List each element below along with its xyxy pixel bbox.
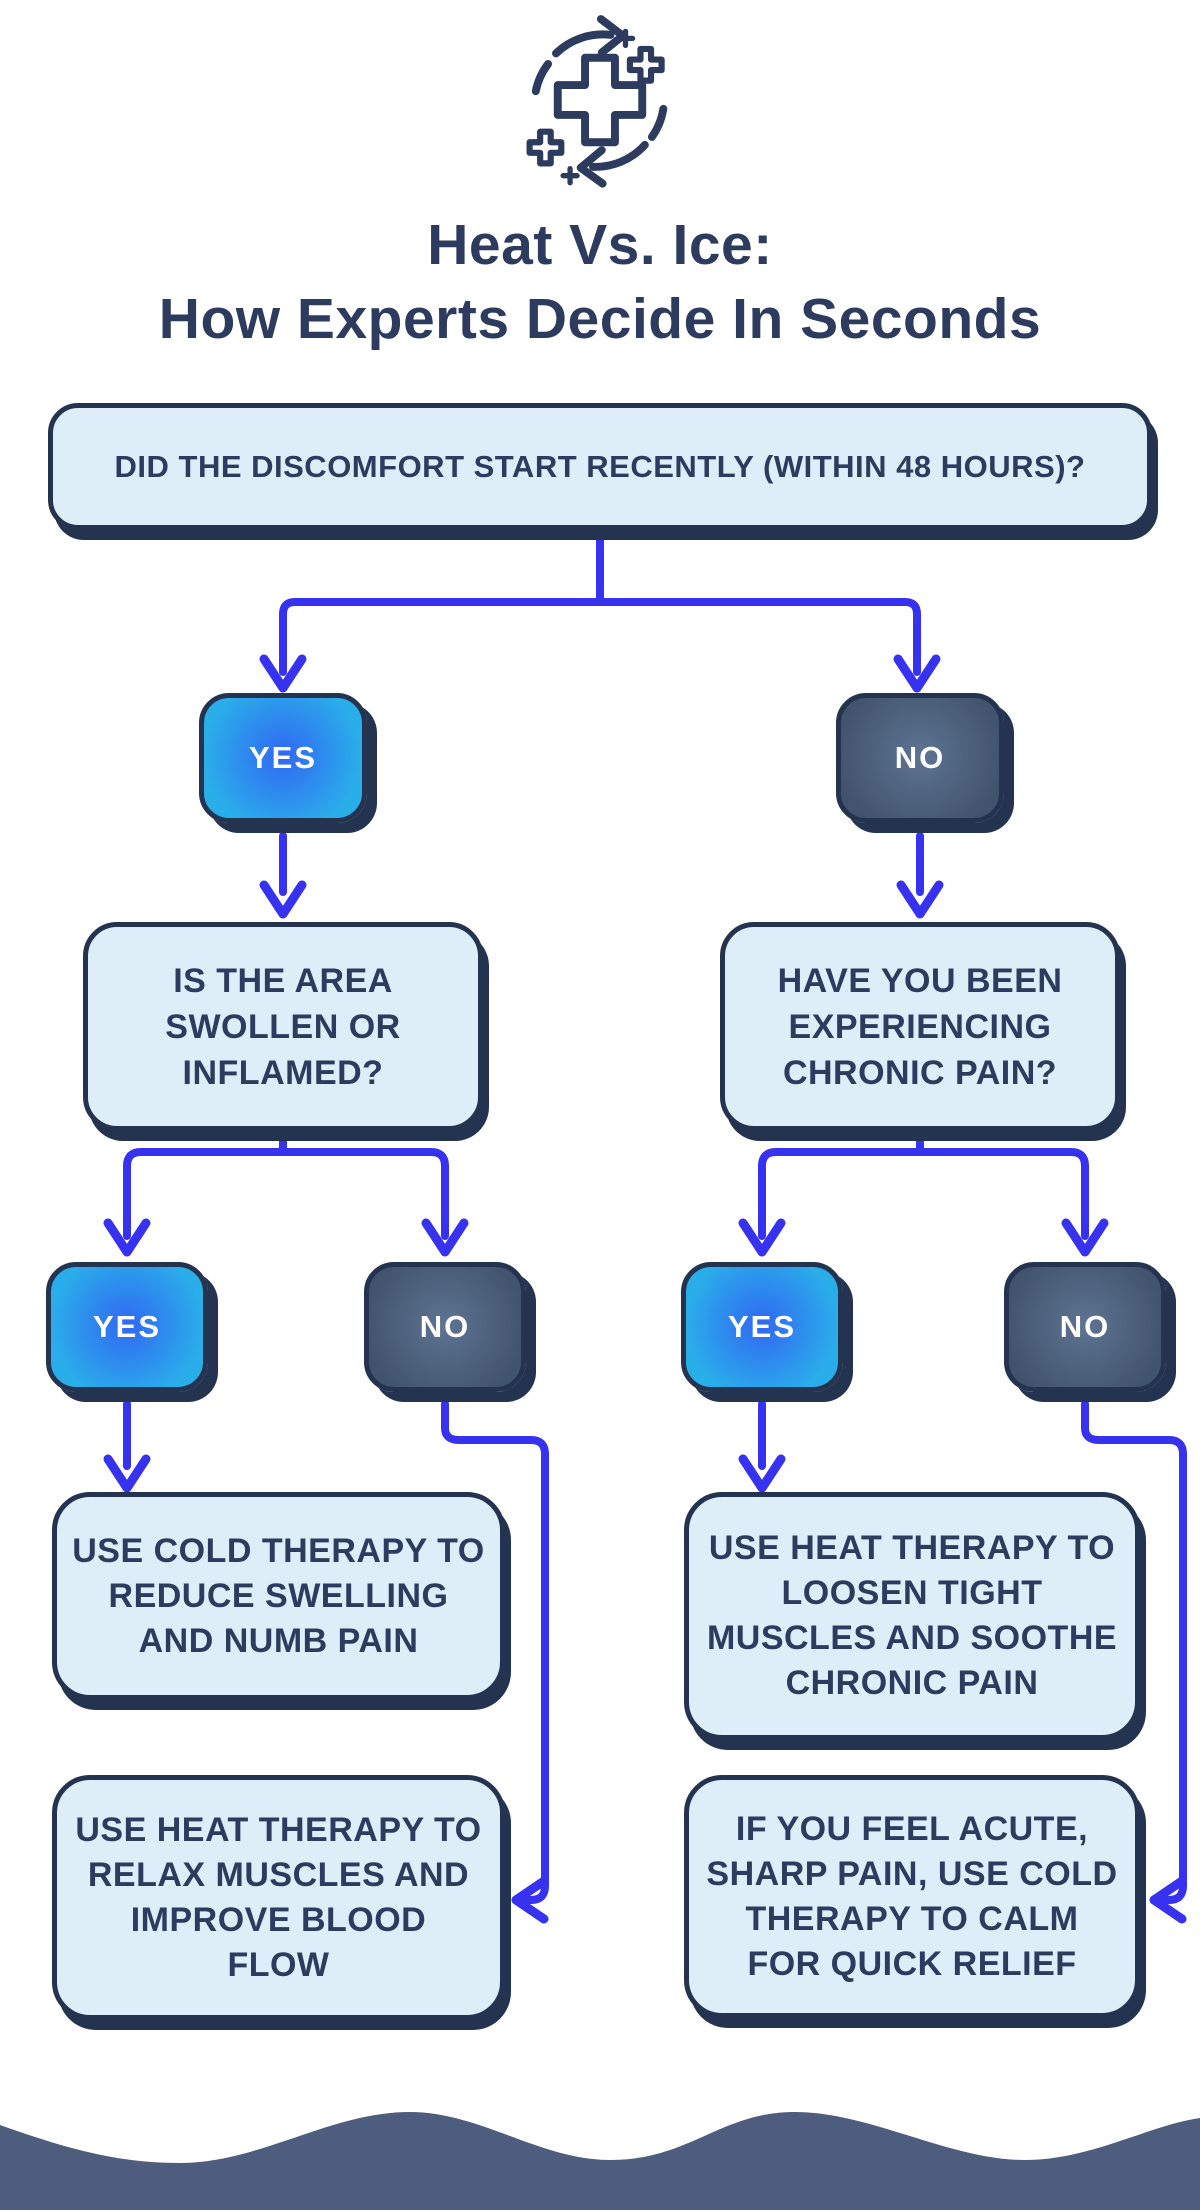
right-question-box: HAVE YOU BEEN EXPERIENCING CHRONIC PAIN? [720, 922, 1120, 1131]
root-question-box: DID THE DISCOMFORT START RECENTLY (WITHI… [48, 403, 1152, 530]
level1-yes-label: YES [248, 740, 318, 775]
level1-no-label: NO [894, 740, 946, 775]
result-cold-therapy-text: USE COLD THERAPY TO REDUCE SWELLING AND … [72, 1531, 485, 1660]
left-question-box: IS THE AREA SWOLLEN OR INFLAMED? [83, 922, 483, 1131]
right-yes-label: YES [727, 1309, 797, 1344]
right-question-text: HAVE YOU BEEN EXPERIENCING CHRONIC PAIN? [777, 961, 1063, 1092]
left-yes-button: YES [46, 1262, 208, 1392]
left-no-button: NO [364, 1262, 526, 1392]
wave-footer-decoration [0, 2112, 1200, 2210]
result-box-cold-acute: IF YOU FEEL ACUTE, SHARP PAIN, USE COLD … [684, 1775, 1140, 2018]
result-box-heat-bloodflow: USE HEAT THERAPY TO RELAX MUSCLES AND IM… [52, 1775, 505, 2020]
level1-no-button: NO [836, 693, 1004, 823]
level1-yes-button: YES [199, 693, 367, 823]
result-cold-acute-text: IF YOU FEEL ACUTE, SHARP PAIN, USE COLD … [706, 1809, 1118, 1983]
right-no-button: NO [1004, 1262, 1166, 1392]
right-no-label: NO [1059, 1309, 1111, 1344]
left-yes-label: YES [92, 1309, 162, 1344]
result-heat-chronic-text: USE HEAT THERAPY TO LOOSEN TIGHT MUSCLES… [706, 1529, 1118, 1702]
left-question-text: IS THE AREA SWOLLEN OR INFLAMED? [165, 961, 401, 1092]
medical-cross-cycle-icon [526, 15, 668, 188]
title-line-2: How Experts Decide In Seconds [158, 287, 1042, 351]
root-question-text: DID THE DISCOMFORT START RECENTLY (WITHI… [114, 448, 1086, 484]
title-line-1: Heat Vs. Ice: [427, 213, 773, 277]
right-yes-button: YES [681, 1262, 843, 1392]
page-title: Heat Vs. Ice: How Experts Decide In Seco… [0, 208, 1200, 356]
result-box-heat-chronic: USE HEAT THERAPY TO LOOSEN TIGHT MUSCLES… [684, 1492, 1140, 1740]
result-heat-bloodflow-text: USE HEAT THERAPY TO RELAX MUSCLES AND IM… [75, 1810, 482, 1984]
result-box-cold-therapy: USE COLD THERAPY TO REDUCE SWELLING AND … [52, 1492, 505, 1700]
left-no-label: NO [419, 1309, 471, 1344]
